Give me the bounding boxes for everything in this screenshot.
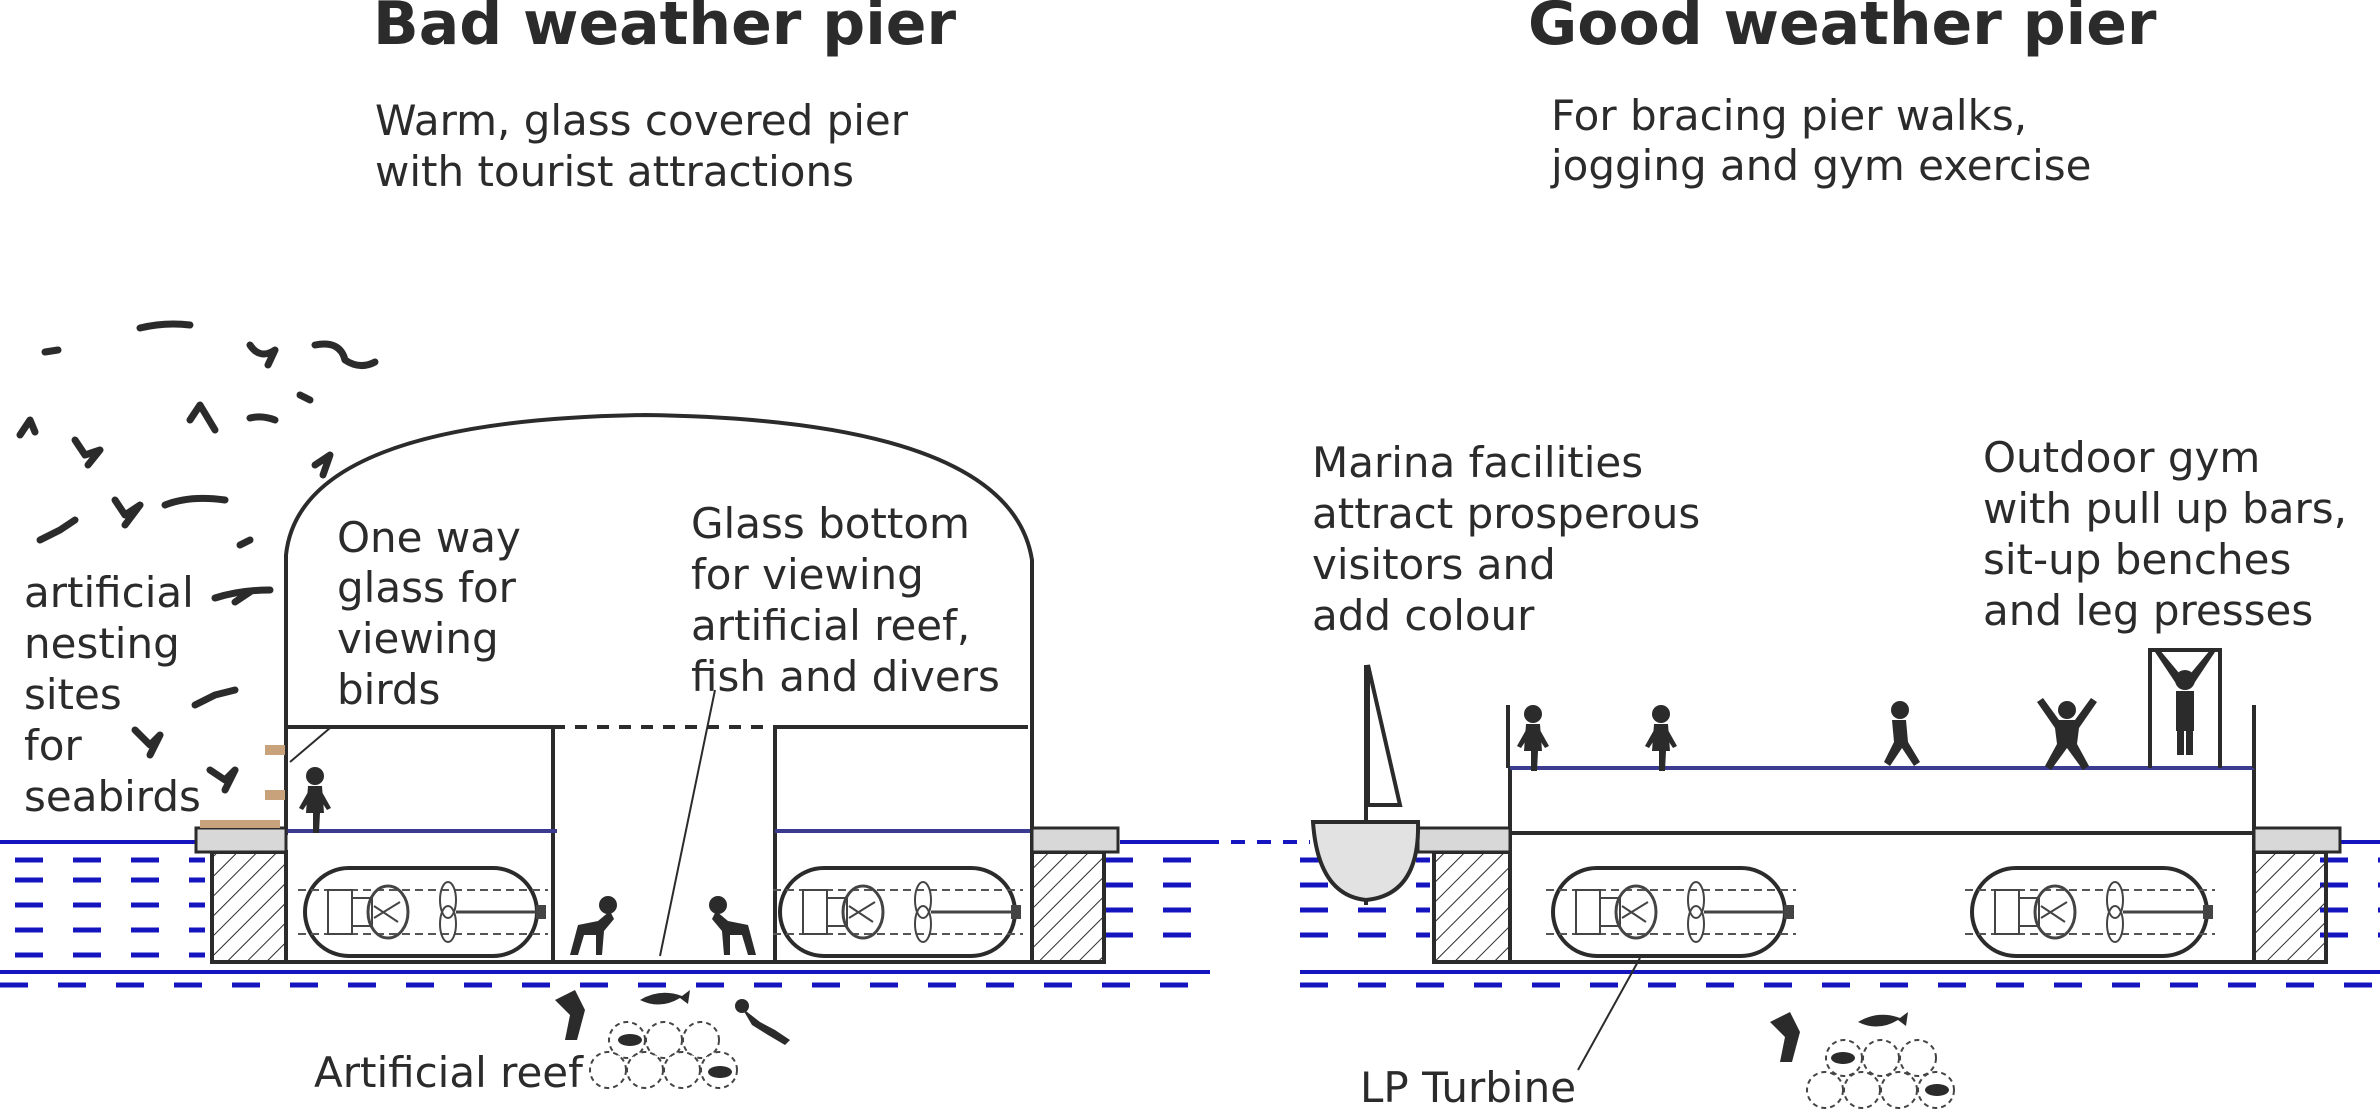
artificial-reef-label: Artificial reef [314,1048,584,1097]
pull-up-person [2155,649,2215,755]
one-way-label-line-2: glass for [337,563,517,612]
one-way-label-line-3: viewing [337,614,499,663]
artificial-reef-left [555,990,790,1089]
gym-label-line-4: and leg presses [1983,586,2313,635]
good-pier-subtitle-line-1: For bracing pier walks, [1551,91,2027,140]
bad-pier-subtitle-line-2: with tourist attractions [375,147,854,196]
good-pier-title: Good weather pier [1528,0,2157,59]
nesting-label-line-3: sites [24,670,122,719]
seabird-flock [16,320,379,794]
glass-bottom-label-line-3: artificial reef, [691,601,970,650]
bad-pier-title: Bad weather pier [373,0,956,59]
jogger-person [1884,701,1920,766]
nesting-label-line-5: seabirds [24,772,201,821]
walker-person-2 [1645,705,1677,771]
diver-visitor-left [570,896,617,955]
bad-pier-structure [194,412,1120,964]
marina-label: Marina facilities attract prosperous vis… [1312,438,1700,640]
nesting-label-line-1: artificial [24,568,194,617]
lp-turbine-label: LP Turbine [1360,1063,1576,1111]
outdoor-gym-label: Outdoor gym with pull up bars, sit-up be… [1983,433,2347,635]
walker-person-1 [1517,705,1549,771]
bird-watcher-person [299,767,331,833]
glass-bottom-label-line-4: fish and divers [691,652,1000,701]
marina-label-line-1: Marina facilities [1312,438,1643,487]
nesting-ledges [200,745,285,828]
good-pier-subtitle-line-2: jogging and gym exercise [1550,141,2091,190]
glass-bottom-label-line-1: Glass bottom [691,499,970,548]
nesting-label: artificial nesting sites for seabirds [24,568,201,821]
one-way-glass-label: One way glass for viewing birds [337,513,521,714]
bad-pier-subtitle-line-1: Warm, glass covered pier [375,96,909,145]
glass-bottom-label-line-2: for viewing [691,550,924,599]
artificial-reef-right [1770,1012,1955,1109]
nesting-label-line-4: for [24,721,82,770]
marina-label-line-4: add colour [1312,591,1535,640]
gym-label-line-1: Outdoor gym [1983,433,2260,482]
glass-bottom-label: Glass bottom for viewing artificial reef… [691,499,1000,701]
gym-label-line-3: sit-up benches [1983,535,2291,584]
gym-label-line-2: with pull up bars, [1983,484,2347,533]
marina-label-line-2: attract prosperous [1312,489,1700,538]
sailboat [1310,664,1421,905]
good-pier-structure [1416,648,2342,1071]
one-way-label-line-4: birds [337,665,440,714]
marina-label-line-3: visitors and [1312,540,1556,589]
one-way-label-line-1: One way [337,513,521,562]
nesting-label-line-2: nesting [24,619,180,668]
diver-visitor-right [709,896,756,955]
exercising-person [2037,698,2097,770]
